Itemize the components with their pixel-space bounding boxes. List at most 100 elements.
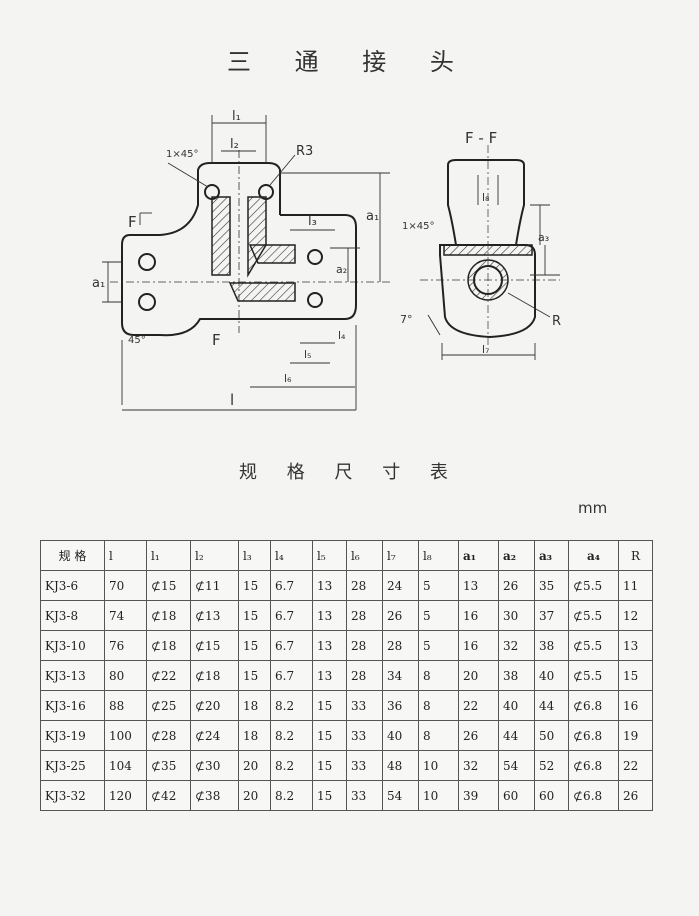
table-cell: 8.2 <box>270 720 313 751</box>
table-cell: 44 <box>534 690 569 721</box>
table-cell: 19 <box>618 720 653 751</box>
table-cell: ⊄6.8 <box>568 720 619 751</box>
label-section: F - F <box>465 129 497 147</box>
table-cell: KJ3-6 <box>40 570 105 601</box>
section-view <box>439 159 536 339</box>
table-cell: 15 <box>312 780 347 811</box>
label-f-bottom: F <box>212 331 221 349</box>
table-cell: 15 <box>238 630 271 661</box>
table-cell: 20 <box>458 660 499 691</box>
header-l4: l₄ <box>270 540 313 571</box>
table-cell: 22 <box>458 690 499 721</box>
dimension-lines <box>102 115 390 411</box>
table-cell: 28 <box>346 570 383 601</box>
label-l: l <box>230 391 234 409</box>
table-cell: 28 <box>346 600 383 631</box>
table-cell: KJ3-13 <box>40 660 105 691</box>
label-a1-right: a₁ <box>366 209 379 224</box>
table-cell: 13 <box>312 630 347 661</box>
label-angle7: 7° <box>400 313 413 326</box>
header-a3: a₃ <box>534 540 569 571</box>
table-cell: 120 <box>104 780 147 811</box>
table-cell: 8.2 <box>270 750 313 781</box>
table-cell: ⊄20 <box>190 690 239 721</box>
table-cell: ⊄28 <box>146 720 191 751</box>
table-cell: 60 <box>498 780 535 811</box>
table-cell: 52 <box>534 750 569 781</box>
table-cell: ⊄42 <box>146 780 191 811</box>
table-cell: 32 <box>498 630 535 661</box>
front-view-centerlines <box>110 150 390 333</box>
table-cell: ⊄38 <box>190 780 239 811</box>
table-cell: KJ3-8 <box>40 600 105 631</box>
header-l7: l₇ <box>382 540 419 571</box>
table-cell: 40 <box>498 690 535 721</box>
table-cell: KJ3-25 <box>40 750 105 781</box>
table-cell: 37 <box>534 600 569 631</box>
header-a4: a₄ <box>568 540 619 571</box>
table-cell: 18 <box>238 720 271 751</box>
table-cell: 34 <box>382 660 419 691</box>
table-cell: ⊄5.5 <box>568 660 619 691</box>
table-cell: ⊄24 <box>190 720 239 751</box>
table-cell: 13 <box>312 570 347 601</box>
table-cell: ⊄11 <box>190 570 239 601</box>
table-cell: 13 <box>618 630 653 661</box>
table-cell: 26 <box>458 720 499 751</box>
table-cell: 8 <box>418 720 459 751</box>
table-cell: 38 <box>534 630 569 661</box>
table-cell: 15 <box>238 600 271 631</box>
table-cell: ⊄6.8 <box>568 780 619 811</box>
label-chamfer-left: 1×45° <box>166 149 198 160</box>
table-cell: 36 <box>382 690 419 721</box>
table-cell: ⊄15 <box>190 630 239 661</box>
label-a2: a₂ <box>336 263 347 276</box>
table-cell: 13 <box>312 660 347 691</box>
table-cell: 28 <box>346 630 383 661</box>
label-l3: l₃ <box>308 214 317 229</box>
table-cell: 16 <box>458 600 499 631</box>
table-cell: ⊄22 <box>146 660 191 691</box>
table-cell: 20 <box>238 750 271 781</box>
table-cell: 33 <box>346 690 383 721</box>
table-cell: 44 <box>498 720 535 751</box>
label-l5: l₅ <box>304 348 311 361</box>
table-cell: 6.7 <box>270 600 313 631</box>
table-cell: 32 <box>458 750 499 781</box>
table-cell: 6.7 <box>270 630 313 661</box>
label-l8: l₈ <box>482 191 490 204</box>
label-l1: l₁ <box>232 109 241 124</box>
header-spec: 规 格 <box>40 540 105 571</box>
label-r3: R3 <box>296 144 313 159</box>
table-cell: 8 <box>418 690 459 721</box>
header-l1: l₁ <box>146 540 191 571</box>
table-cell: 33 <box>346 720 383 751</box>
table-cell: ⊄5.5 <box>568 600 619 631</box>
table-cell: 12 <box>618 600 653 631</box>
table-cell: 15 <box>618 660 653 691</box>
table-cell: 10 <box>418 780 459 811</box>
table-cell: 15 <box>312 690 347 721</box>
table-cell: 10 <box>418 750 459 781</box>
table-cell: 35 <box>534 570 569 601</box>
table-cell: 74 <box>104 600 147 631</box>
table-cell: 16 <box>458 630 499 661</box>
label-l4: l₄ <box>338 329 346 342</box>
table-cell: 6.7 <box>270 570 313 601</box>
table-cell: 15 <box>312 750 347 781</box>
table-cell: 5 <box>418 600 459 631</box>
header-l8: l₈ <box>418 540 459 571</box>
table-cell: 16 <box>618 690 653 721</box>
table-cell: ⊄18 <box>146 630 191 661</box>
table-cell: 8 <box>418 660 459 691</box>
table-cell: ⊄25 <box>146 690 191 721</box>
table-cell: 24 <box>382 570 419 601</box>
table-cell: 5 <box>418 570 459 601</box>
table-cell: 11 <box>618 570 653 601</box>
